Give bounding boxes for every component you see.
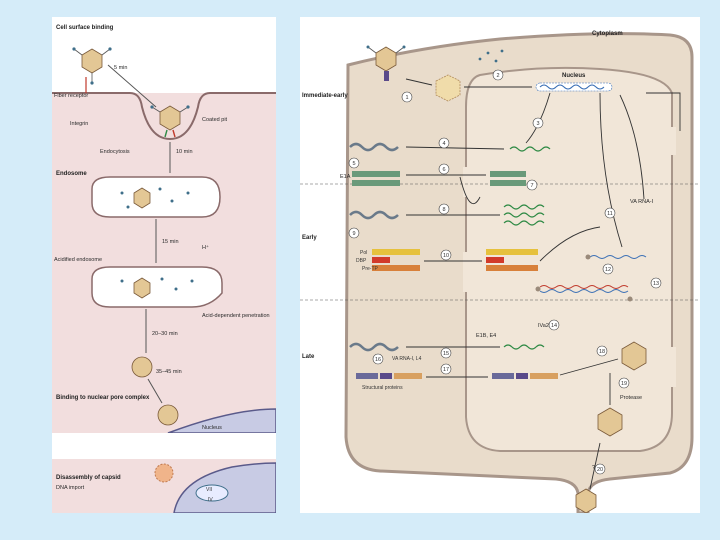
step-13: 13	[653, 281, 659, 287]
step-6: 6	[442, 167, 445, 173]
label-20-30min: 20–30 min	[152, 331, 178, 337]
nuclear-pores	[463, 127, 676, 387]
label-vii: VII	[206, 487, 212, 493]
step-11: 11	[607, 211, 613, 217]
replication-cycle-diagram: 1 2 3 4 5 6 7 8 9 10 11 12 13 1	[300, 31, 700, 513]
early-phase	[349, 204, 545, 271]
released-virion	[575, 488, 597, 513]
label-5min: 5 min	[114, 65, 127, 71]
label-disassembly-capsid: Disassembly of capsid	[56, 475, 121, 481]
entry-pathway-panel: Cell surface binding 5 min Fiber recepto…	[52, 17, 276, 513]
label-protease: Protease	[620, 395, 642, 401]
label-10min: 10 min	[176, 149, 193, 155]
label-h-plus: H⁺	[202, 244, 209, 251]
plasma-membrane	[52, 92, 276, 141]
label-endocytosis: Endocytosis	[100, 149, 130, 155]
label-15min: 15 min	[162, 239, 179, 245]
step-5: 5	[352, 161, 355, 167]
label-iva2: IVa2	[538, 323, 549, 329]
endosome-shape	[91, 176, 221, 218]
label-nucleus-right: Nucleus	[562, 73, 586, 79]
acidified-endosome-shape	[91, 266, 223, 308]
label-question: ?	[592, 465, 595, 471]
disassembling-capsid	[154, 463, 174, 483]
step-9: 9	[352, 231, 355, 237]
label-immediate-early: Immediate-early	[302, 93, 348, 99]
step-10: 10	[443, 253, 449, 259]
nucleus-upper	[167, 408, 276, 434]
step-19: 19	[621, 381, 627, 387]
step-14: 14	[551, 323, 557, 329]
label-cell-surface-binding: Cell surface binding	[56, 25, 114, 31]
step-20: 20	[597, 467, 603, 473]
label-e1b-e4: E1B, E4	[476, 333, 496, 339]
entry-pathway-diagram: Cell surface binding 5 min Fiber recepto…	[52, 25, 276, 513]
label-acidified-endosome: Acidified endosome	[54, 257, 102, 263]
label-e1a: E1A	[340, 174, 351, 180]
entering-virion	[366, 45, 406, 81]
capsid-at-pore	[157, 404, 179, 426]
imported-dna	[195, 484, 229, 502]
label-va-rna-1: VA RNA-I	[630, 199, 654, 205]
label-pre-tp: Pre-TP	[362, 266, 379, 272]
replication-cycle-panel: 1 2 3 4 5 6 7 8 9 10 11 12 13 1	[300, 17, 700, 513]
flow-arrows-right	[405, 78, 681, 490]
label-va-rna-l1-l4: VA RNA-I, L4	[392, 356, 422, 362]
viral-genome-helix	[539, 84, 605, 90]
label-dna-import: DNA import	[56, 485, 85, 491]
label-35-45min: 35–45 min	[156, 369, 182, 375]
virion-endosome	[120, 187, 190, 209]
mature-virion	[597, 407, 623, 437]
label-late: Late	[302, 354, 315, 360]
released-capsid-proteins	[478, 49, 504, 63]
label-dbp: DBP	[356, 258, 367, 264]
label-integrin: Integrin	[70, 121, 88, 127]
cell-cytoplasm	[52, 93, 276, 433]
label-endosome: Endosome	[56, 171, 87, 177]
flow-arrows	[107, 64, 171, 404]
label-acid-dependent-penetration: Acid-dependent penetration	[202, 313, 270, 319]
virion-binding	[72, 47, 112, 93]
label-coated-pit: Coated pit	[202, 117, 228, 123]
step-8: 8	[442, 207, 445, 213]
label-structural-proteins: Structural proteins	[362, 385, 403, 391]
step-1: 1	[405, 95, 408, 101]
label-cytoplasm: Cytoplasm	[592, 31, 623, 37]
step-3: 3	[536, 121, 539, 127]
step-18: 18	[599, 349, 605, 355]
label-binding-nuclear-pore: Binding to nuclear pore complex	[56, 395, 150, 401]
replicating-dna	[535, 254, 647, 302]
virion-acidified	[120, 277, 194, 299]
panel-gap	[52, 433, 276, 459]
virion-coated-pit	[150, 105, 190, 138]
step-7: 7	[530, 183, 533, 189]
nuclear-envelope	[465, 66, 673, 452]
step-4: 4	[442, 141, 445, 147]
label-early: Early	[302, 235, 317, 241]
step-12: 12	[605, 267, 611, 273]
immediate-early-phase	[349, 142, 551, 186]
step-2: 2	[496, 73, 499, 79]
label-pol: Pol	[360, 250, 367, 256]
assembled-virion-nucleus	[621, 341, 647, 371]
uncoating-capsid	[435, 74, 461, 102]
step-16: 16	[375, 357, 381, 363]
label-nucleus: Nucleus	[202, 425, 222, 431]
released-capsid	[131, 356, 153, 378]
step-markers: 1 2 3 4 5 6 7 8 9 10 11 12 13 1	[348, 69, 662, 475]
label-fiber-receptor: Fiber receptor	[54, 93, 88, 99]
late-phase	[349, 342, 558, 379]
step-17: 17	[443, 367, 449, 373]
step-15: 15	[443, 351, 449, 357]
label-iv: IV	[208, 497, 213, 503]
